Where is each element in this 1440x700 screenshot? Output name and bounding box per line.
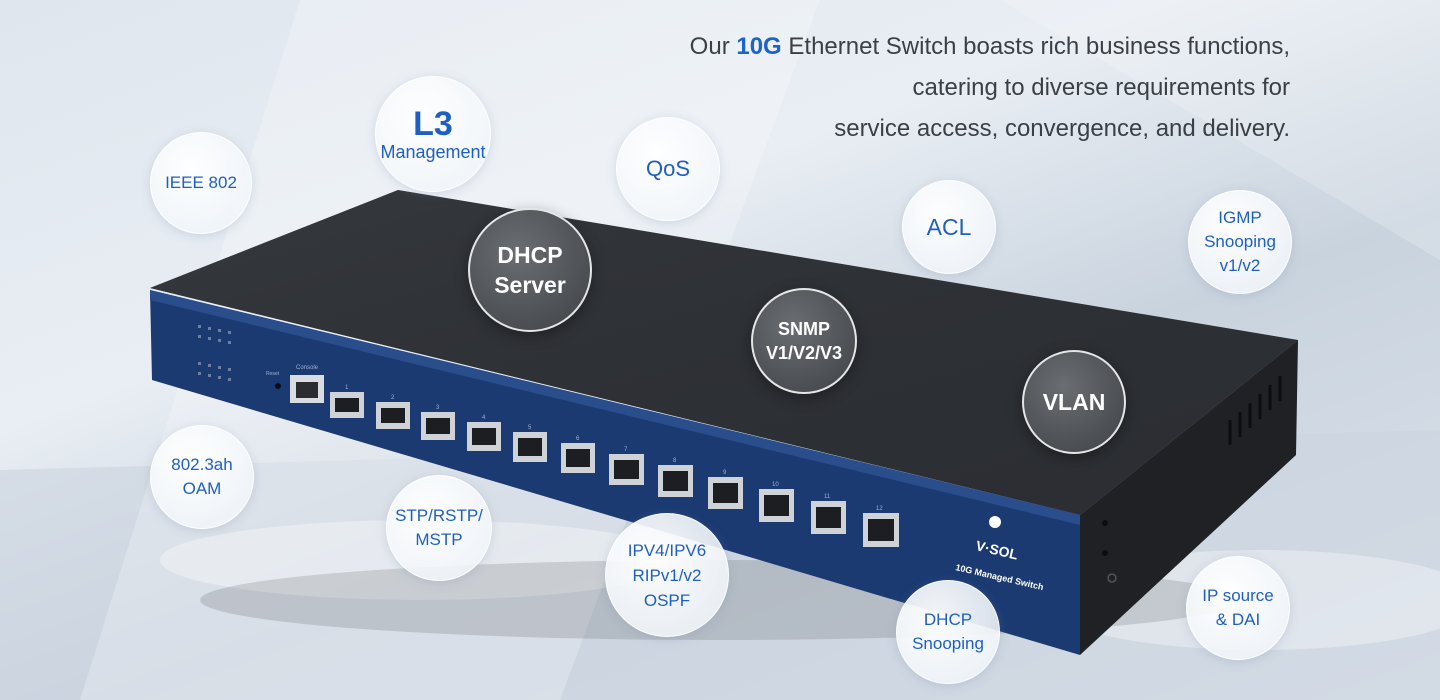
port-label: 5 <box>528 425 532 431</box>
tagline-highlight: 10G <box>736 33 782 60</box>
feature-snmp: SNMP V1/V2/V3 <box>751 288 857 394</box>
tagline-line-1: Our 10G Ethernet Switch boasts rich busi… <box>689 33 1290 60</box>
tagline: Our 10G Ethernet Switch boasts rich busi… <box>690 26 1290 149</box>
console-label: Console <box>296 365 319 371</box>
feature-vlan: VLAN <box>1022 350 1126 454</box>
vsol-logo-icon <box>989 516 1001 528</box>
feature-igmp-snooping: IGMP Snooping v1/v2 <box>1188 190 1292 294</box>
feature-l3-management: L3 Management <box>375 76 491 192</box>
feature-routing: IPV4/IPV6 RIPv1/v2 OSPF <box>605 513 729 637</box>
port-label: 9 <box>723 470 727 476</box>
port-label: 11 <box>824 494 831 500</box>
reset-label: Reset <box>266 371 280 377</box>
port-label: 2 <box>391 395 395 401</box>
feature-dhcp-server: DHCP Server <box>468 208 592 332</box>
port-label: 10 <box>772 482 779 488</box>
feature-oam: 802.3ah OAM <box>150 425 254 529</box>
feature-dhcp-snooping: DHCP Snooping <box>896 580 1000 684</box>
feature-ieee802: IEEE 802 <box>150 132 252 234</box>
tagline-line-3: service access, convergence, and deliver… <box>834 115 1290 142</box>
feature-qos: QoS <box>616 117 720 221</box>
port-label: 12 <box>876 506 883 512</box>
feature-acl: ACL <box>902 180 996 274</box>
port-label: 3 <box>436 405 440 411</box>
port-label: 1 <box>345 385 349 391</box>
tagline-line-2: catering to diverse requirements for <box>912 74 1290 101</box>
port-label: 7 <box>624 447 628 453</box>
feature-ip-source-dai: IP source & DAI <box>1186 556 1290 660</box>
port-label: 6 <box>576 436 580 442</box>
feature-stp: STP/RSTP/ MSTP <box>386 475 492 581</box>
port-label: 4 <box>482 415 486 421</box>
port-label: 8 <box>673 458 677 464</box>
